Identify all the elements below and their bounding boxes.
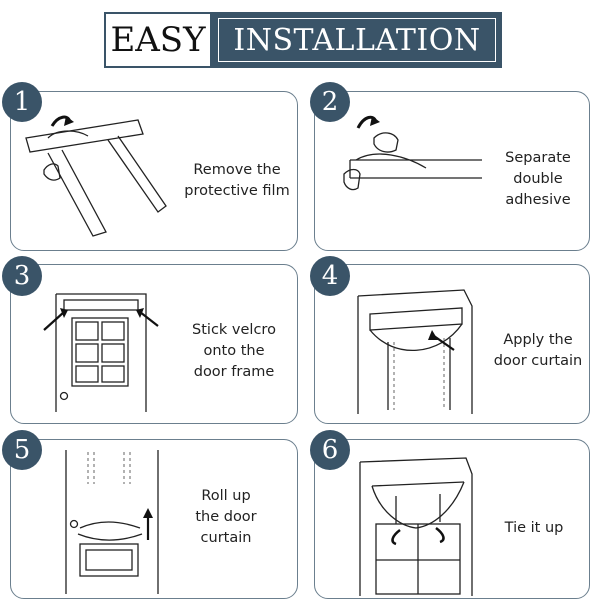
step-6-caption: Tie it up bbox=[504, 520, 564, 536]
step-4-caption: Apply the door curtain bbox=[493, 332, 583, 369]
step-5-number: 5 bbox=[2, 430, 42, 470]
step-5-illustration bbox=[65, 450, 159, 594]
step-1-number: 1 bbox=[2, 82, 42, 122]
title-easy: EASY bbox=[104, 12, 212, 68]
step-6-number: 6 bbox=[310, 430, 350, 470]
title-installation-box: INSTALLATION bbox=[212, 12, 502, 68]
step-1-illustration bbox=[25, 115, 167, 237]
step-3-number: 3 bbox=[2, 256, 42, 296]
step-3-illustration bbox=[43, 293, 159, 412]
step-3-caption: Stick velcro onto the door frame bbox=[192, 322, 276, 380]
step-2-card bbox=[314, 91, 590, 251]
step-4-number: 4 bbox=[310, 256, 350, 296]
step-4-illustration bbox=[357, 289, 473, 414]
step-2-illustration bbox=[343, 115, 482, 191]
step-2-caption: Separate double adhesive bbox=[505, 150, 571, 208]
step-5-card bbox=[10, 439, 298, 599]
step-1-caption: Remove the protective film bbox=[184, 162, 290, 199]
step-5-caption: Roll up the door curtain bbox=[195, 488, 257, 546]
title-banner: EASY INSTALLATION bbox=[104, 12, 504, 68]
title-installation: INSTALLATION bbox=[233, 22, 481, 58]
step-2-number: 2 bbox=[310, 82, 350, 122]
step-6-illustration bbox=[359, 457, 473, 596]
step-3-card bbox=[10, 264, 298, 424]
